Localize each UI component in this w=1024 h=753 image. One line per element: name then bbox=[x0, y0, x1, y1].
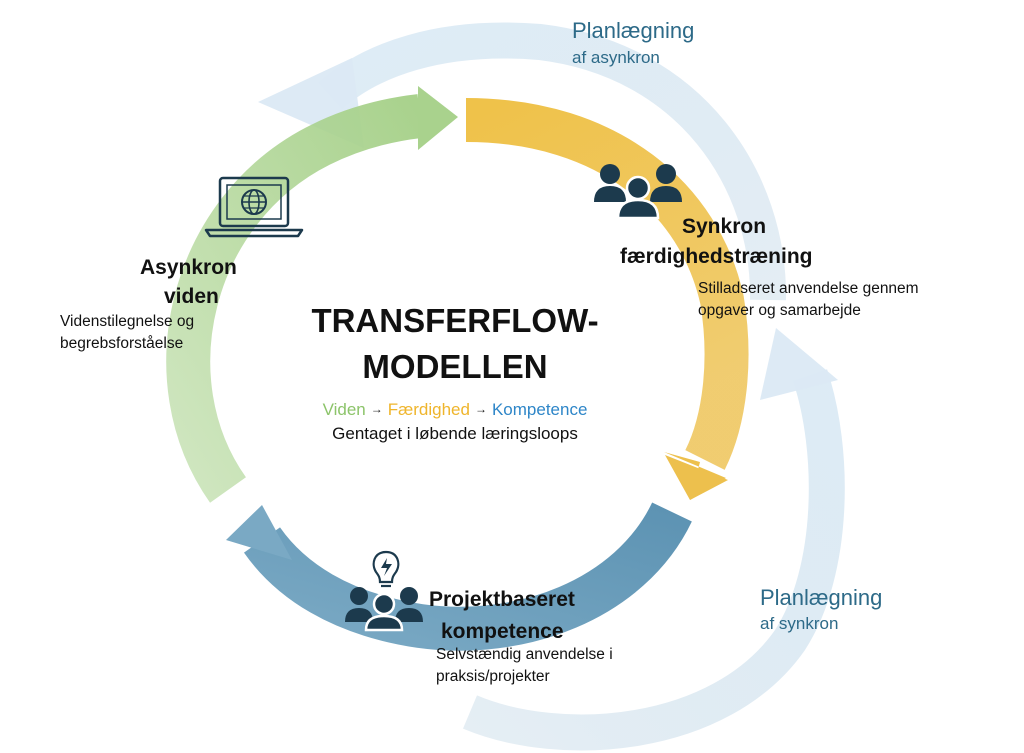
sync-desc-line2: opgaver og samarbejde bbox=[698, 302, 861, 319]
planning-sync-arrow bbox=[463, 328, 845, 751]
planning-async-title: Planlægning bbox=[572, 18, 695, 43]
arc-project-blue bbox=[226, 501, 692, 651]
flow-subtitle: Gentaget i løbende læringsloops bbox=[332, 424, 578, 443]
flow-step-faerdighed: Færdighed bbox=[387, 400, 470, 419]
sync-title-line1: Synkron bbox=[682, 215, 767, 238]
flow-sequence: Viden → Færdighed → Kompetence bbox=[255, 400, 655, 420]
arc-sync-yellow bbox=[465, 98, 749, 500]
async-desc-line2: begrebsforståelse bbox=[60, 335, 184, 352]
group-idea-icon bbox=[345, 550, 423, 632]
flow-step-kompetence: Kompetence bbox=[491, 400, 588, 419]
planning-async-subtitle: af asynkron bbox=[572, 48, 660, 67]
project-title-line1: Projektbaseret bbox=[429, 588, 575, 611]
project-desc-line2: praksis/projekter bbox=[436, 668, 550, 685]
async-title-line1: Asynkron bbox=[140, 256, 237, 279]
page-title-line1: TRANSFERFLOW- bbox=[311, 302, 599, 339]
laptop-globe-icon bbox=[204, 176, 304, 238]
group-icon bbox=[594, 164, 682, 220]
page-title-line2: MODELLEN bbox=[362, 348, 548, 385]
lightbulb-icon bbox=[372, 550, 400, 588]
arc-async-green bbox=[166, 86, 458, 503]
async-desc-line1: Videnstilegnelse og bbox=[60, 313, 195, 330]
sync-desc-line1: Stilladseret anvendelse gennem bbox=[698, 280, 919, 297]
flow-step-viden: Viden bbox=[322, 400, 366, 419]
async-title-line2: viden bbox=[164, 285, 219, 308]
planning-sync-subtitle: af synkron bbox=[760, 614, 839, 633]
flow-arrow-icon: → bbox=[474, 402, 487, 416]
project-title-line2: kompetence bbox=[441, 620, 564, 643]
flow-arrow-icon: → bbox=[370, 402, 383, 416]
sync-title-line2: færdighedstræning bbox=[620, 245, 813, 268]
planning-sync-title: Planlægning bbox=[760, 585, 883, 610]
project-desc-line1: Selvstændig anvendelse i bbox=[436, 646, 613, 663]
